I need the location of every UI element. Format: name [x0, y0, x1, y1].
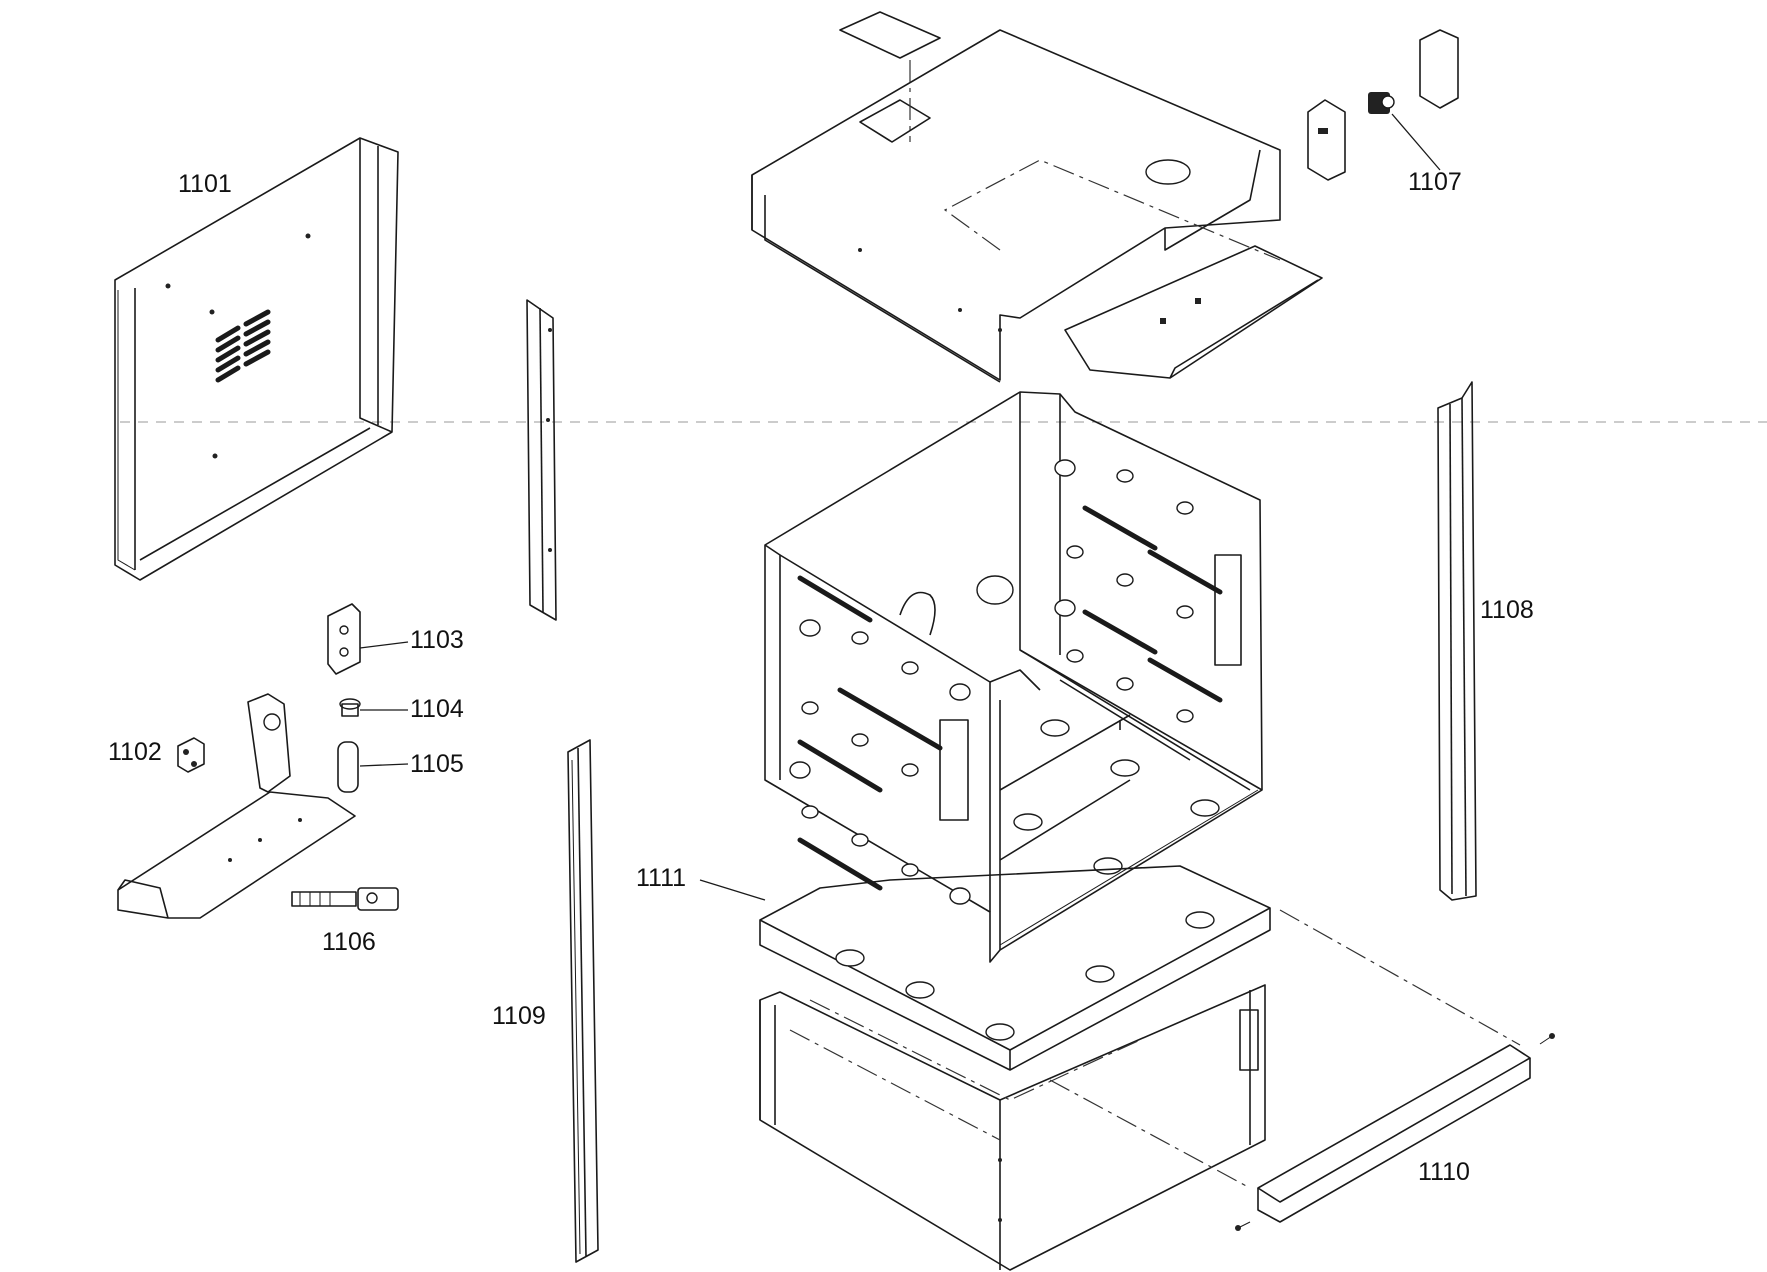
label-1102: 1102 [108, 738, 162, 766]
part-oven-cavity [764, 391, 1263, 963]
label-1103: 1103 [410, 626, 464, 654]
label-1111: 1111 [636, 864, 687, 892]
label-1108: 1108 [1480, 596, 1534, 624]
label-1109: 1109 [492, 1002, 546, 1030]
part-1101-side-panel [114, 137, 399, 581]
vent-slots [215, 309, 271, 383]
part-1110-front-strip [1049, 909, 1555, 1231]
part-bottom-box [759, 984, 1266, 1271]
label-1110: 1110 [1418, 1158, 1470, 1186]
label-1104: 1104 [410, 695, 464, 723]
label-1105: 1105 [410, 750, 464, 778]
part-1108-right-rail [1437, 381, 1477, 901]
label-1107: 1107 [1408, 168, 1462, 196]
part-upper-rail [526, 299, 557, 621]
part-1107-thermostat [1307, 29, 1459, 181]
label-1101: 1101 [178, 170, 232, 198]
part-1106-switch [291, 887, 399, 911]
part-l-bracket [117, 693, 356, 919]
part-1109-long-rail [567, 739, 599, 1263]
label-1106: 1106 [322, 928, 376, 956]
part-top-inner-plate [1064, 245, 1323, 379]
part-top-cover [751, 29, 1281, 383]
part-1103-hinge-bracket [327, 603, 409, 675]
part-1105-spacer [337, 741, 409, 793]
part-1111-bottom-tray [699, 865, 1271, 1071]
part-1104-cap [339, 698, 408, 717]
part-top-small-plate [839, 11, 941, 59]
part-1102-clip [177, 737, 205, 773]
